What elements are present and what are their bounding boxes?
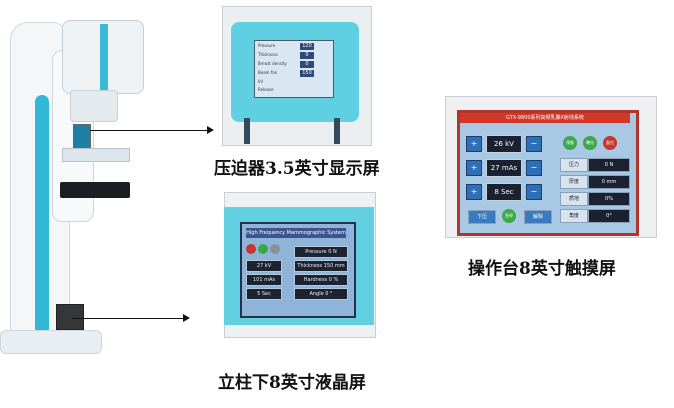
machine-head-stripe xyxy=(100,24,108,90)
compressor-display-bracket-right xyxy=(334,118,340,144)
machine-compressor-display xyxy=(73,124,91,148)
callout-arrow-column xyxy=(183,314,190,322)
caption-compressor-display: 压迫器3.5英寸显示屏 xyxy=(214,159,380,179)
minus-icon[interactable]: − xyxy=(526,160,542,176)
status-circle-icon xyxy=(258,244,268,254)
compressor-row-label: Thickness xyxy=(258,52,278,57)
console-kv: 26 kV xyxy=(486,135,522,153)
status-circle-icon xyxy=(246,244,256,254)
status-circle-icon xyxy=(270,244,280,254)
compressor-row-label: kV xyxy=(258,79,264,84)
column-lcd-title: High Frequency Mammographic System xyxy=(246,228,346,238)
minus-icon[interactable]: − xyxy=(526,136,542,152)
column-lcd-mas: 101 mAs xyxy=(246,274,282,286)
callout-line-compressor xyxy=(90,130,208,131)
console-touchscreen-header: GTX-9800系列高频乳腺X射线系统 xyxy=(460,113,630,123)
plus-icon[interactable]: + xyxy=(466,184,482,200)
machine-tube xyxy=(70,90,118,122)
compressor-row-value: 0 xyxy=(300,52,314,59)
caption-console-touchscreen: 操作台8英寸触摸屏 xyxy=(468,259,616,279)
compressor-display-screen xyxy=(254,40,334,98)
compressor-row-label: Breast density xyxy=(258,61,287,66)
console-circle-reset[interactable]: 复位 xyxy=(603,136,617,150)
console-value: 0% xyxy=(588,192,630,206)
compressor-row-value: 0 xyxy=(300,61,314,68)
machine-detector-tray xyxy=(60,182,130,198)
column-lcd-field: Angle 0 ° xyxy=(294,288,348,300)
console-label: 质地 xyxy=(560,192,588,206)
callout-line-column xyxy=(72,318,184,319)
plus-icon[interactable]: + xyxy=(466,136,482,152)
column-lcd-field: Pressure 0 N xyxy=(294,246,348,258)
console-button-release[interactable]: 解除 xyxy=(524,210,552,224)
compressor-row-value: 150 xyxy=(300,70,314,77)
console-value: 0° xyxy=(588,209,630,223)
console-label: 厚度 xyxy=(560,175,588,189)
console-button-stop[interactable]: 急停 xyxy=(502,209,516,223)
machine-base xyxy=(0,330,102,354)
machine-compression-paddle xyxy=(62,148,130,162)
column-lcd-kv: 27 kV xyxy=(246,260,282,272)
console-circle-ready[interactable]: 预备 xyxy=(563,136,577,150)
compressor-row-label: Pressure xyxy=(258,43,276,48)
column-lcd-field: Thickness 150 mm xyxy=(294,260,348,272)
caption-column-lcd: 立柱下8英寸液晶屏 xyxy=(218,373,366,393)
machine-stripe xyxy=(35,95,49,335)
console-value: 0 mm xyxy=(588,175,630,189)
compressor-row-value: 120 xyxy=(300,43,314,50)
plus-icon[interactable]: + xyxy=(466,160,482,176)
console-mas: 27 mAs xyxy=(486,159,522,177)
console-sec: 8 Sec xyxy=(486,183,522,201)
compressor-display-bracket-left xyxy=(244,118,250,144)
minus-icon[interactable]: − xyxy=(526,184,542,200)
compressor-row-label: Beam fan xyxy=(258,70,278,75)
console-label: 压力 xyxy=(560,158,588,172)
compressor-row-label: Release xyxy=(258,87,274,92)
console-value: 0 N xyxy=(588,158,630,172)
column-lcd-sec: 5 Sec xyxy=(246,288,282,300)
callout-arrow-compressor xyxy=(207,126,214,134)
console-button-press[interactable]: 下压 xyxy=(468,210,496,224)
machine-column-lcd xyxy=(56,304,84,330)
console-label: 角度 xyxy=(560,209,588,223)
column-lcd-field: Hardness 0 % xyxy=(294,274,348,286)
console-circle-expose[interactable]: 曝光 xyxy=(583,136,597,150)
